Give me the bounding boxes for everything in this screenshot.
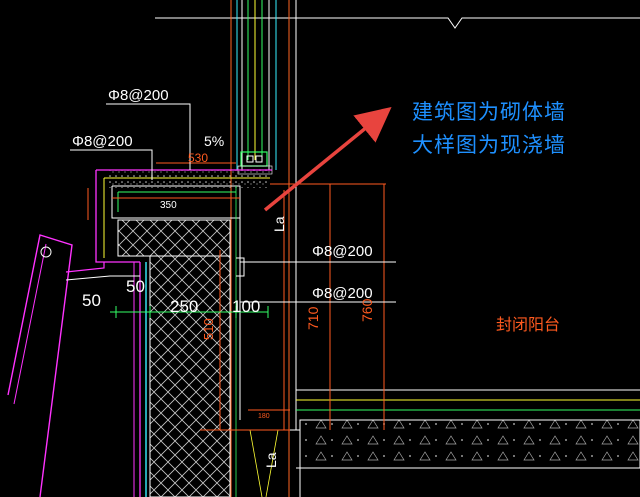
slope-label: 5% (204, 133, 224, 149)
window-frame-lines (230, 0, 297, 497)
dimension-lines (112, 162, 386, 431)
dim-180: 180 (258, 413, 270, 420)
leader-lines (70, 103, 396, 303)
dimension-lines-green (110, 306, 269, 318)
pointer-arrow (263, 106, 392, 212)
roof-outline (155, 17, 640, 29)
la-label-top: La (271, 216, 287, 232)
annotation-cast-wall: 大样图为现浇墙 (412, 133, 566, 157)
balcony-label: 封闭阳台 (496, 316, 560, 334)
dim-710: 710 (305, 306, 321, 330)
dim-760: 760 (359, 298, 375, 322)
dim-250: 250 (170, 297, 198, 316)
la-label-bottom: La (263, 452, 279, 468)
dim-50-left: 50 (82, 291, 101, 310)
dim-50-right: 50 (126, 277, 145, 296)
annotation-masonry-wall: 建筑图为砌体墙 (412, 100, 566, 124)
dim-350: 350 (160, 200, 177, 211)
cast-wall-section (117, 186, 241, 497)
railing (7, 234, 140, 497)
floor-slab (236, 389, 640, 497)
rebar-callout-right-2: Φ8@200 (312, 285, 373, 302)
dim-530: 530 (188, 151, 208, 165)
rebar-callout-top-1: Φ8@200 (108, 87, 169, 104)
rebar-callout-right-1: Φ8@200 (312, 243, 373, 260)
rebar-callout-top-2: Φ8@200 (72, 133, 133, 150)
dim-510: 510 (201, 318, 216, 340)
dim-100: 100 (232, 297, 260, 316)
